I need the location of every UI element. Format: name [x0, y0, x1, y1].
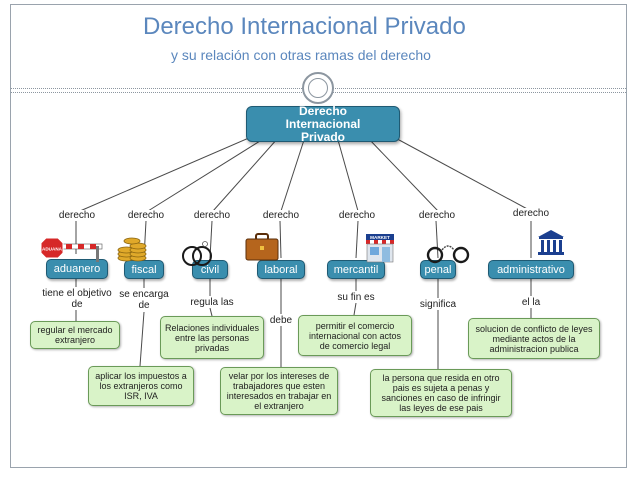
government-building-icon	[538, 230, 564, 255]
branch-aduanero: aduanero	[46, 259, 108, 279]
branch-administrativo: administrativo	[488, 260, 574, 279]
branch-penal: penal	[420, 260, 456, 279]
customs-barrier-icon: ADUANA	[40, 237, 103, 262]
relation-fiscal: se encarga de	[118, 289, 170, 311]
slide-title: Derecho Internacional Privado	[143, 13, 466, 40]
slide-subtitle: y su relación con otras ramas del derech…	[171, 47, 431, 63]
link-word-laboral: derecho	[260, 210, 302, 221]
link-word-administrativo: derecho	[510, 208, 552, 219]
detail-laboral: velar por los intereses de trabajadores …	[220, 367, 338, 415]
relation-penal: significa	[414, 299, 462, 310]
detail-penal: la persona que resida en otro pais es su…	[370, 369, 512, 417]
branch-laboral: laboral	[257, 260, 305, 279]
coins-icon	[117, 237, 147, 262]
branch-mercantil: mercantil	[327, 260, 385, 279]
customs-sign-text: ADUANA	[42, 247, 63, 252]
link-word-fiscal: derecho	[126, 210, 166, 221]
divider-ring-ornament	[302, 72, 334, 104]
detail-aduanero: regular el mercado extranjero	[30, 321, 120, 349]
relation-administrativo: el la	[516, 297, 546, 308]
market-sign-text: MARKET	[370, 235, 390, 240]
detail-fiscal: aplicar los impuestos a los extranjeros …	[88, 366, 194, 406]
link-word-penal: derecho	[416, 210, 458, 221]
relation-mercantil: su fin es	[330, 292, 382, 303]
market-store-icon: MARKET	[366, 234, 394, 263]
rings-icon	[182, 241, 212, 266]
handcuffs-icon	[426, 245, 470, 264]
relation-civil: regula las	[184, 297, 240, 308]
detail-mercantil: permitir el comercio internacional con a…	[298, 315, 412, 356]
link-word-mercantil: derecho	[336, 210, 378, 221]
detail-administrativo: solucion de conflicto de leyes mediante …	[468, 318, 600, 359]
concept-map: Derecho Internacional Privado derecho de…	[28, 104, 602, 420]
briefcase-icon	[245, 233, 279, 261]
relation-laboral: debe	[266, 315, 296, 326]
link-word-aduanero: derecho	[58, 210, 96, 221]
link-word-civil: derecho	[192, 210, 232, 221]
root-label: Derecho Internacional Privado	[285, 103, 361, 144]
relation-aduanero: tiene el objetivo de	[38, 288, 116, 310]
detail-civil: Relaciones individuales entre las person…	[160, 316, 264, 359]
root-node: Derecho Internacional Privado	[246, 103, 400, 144]
